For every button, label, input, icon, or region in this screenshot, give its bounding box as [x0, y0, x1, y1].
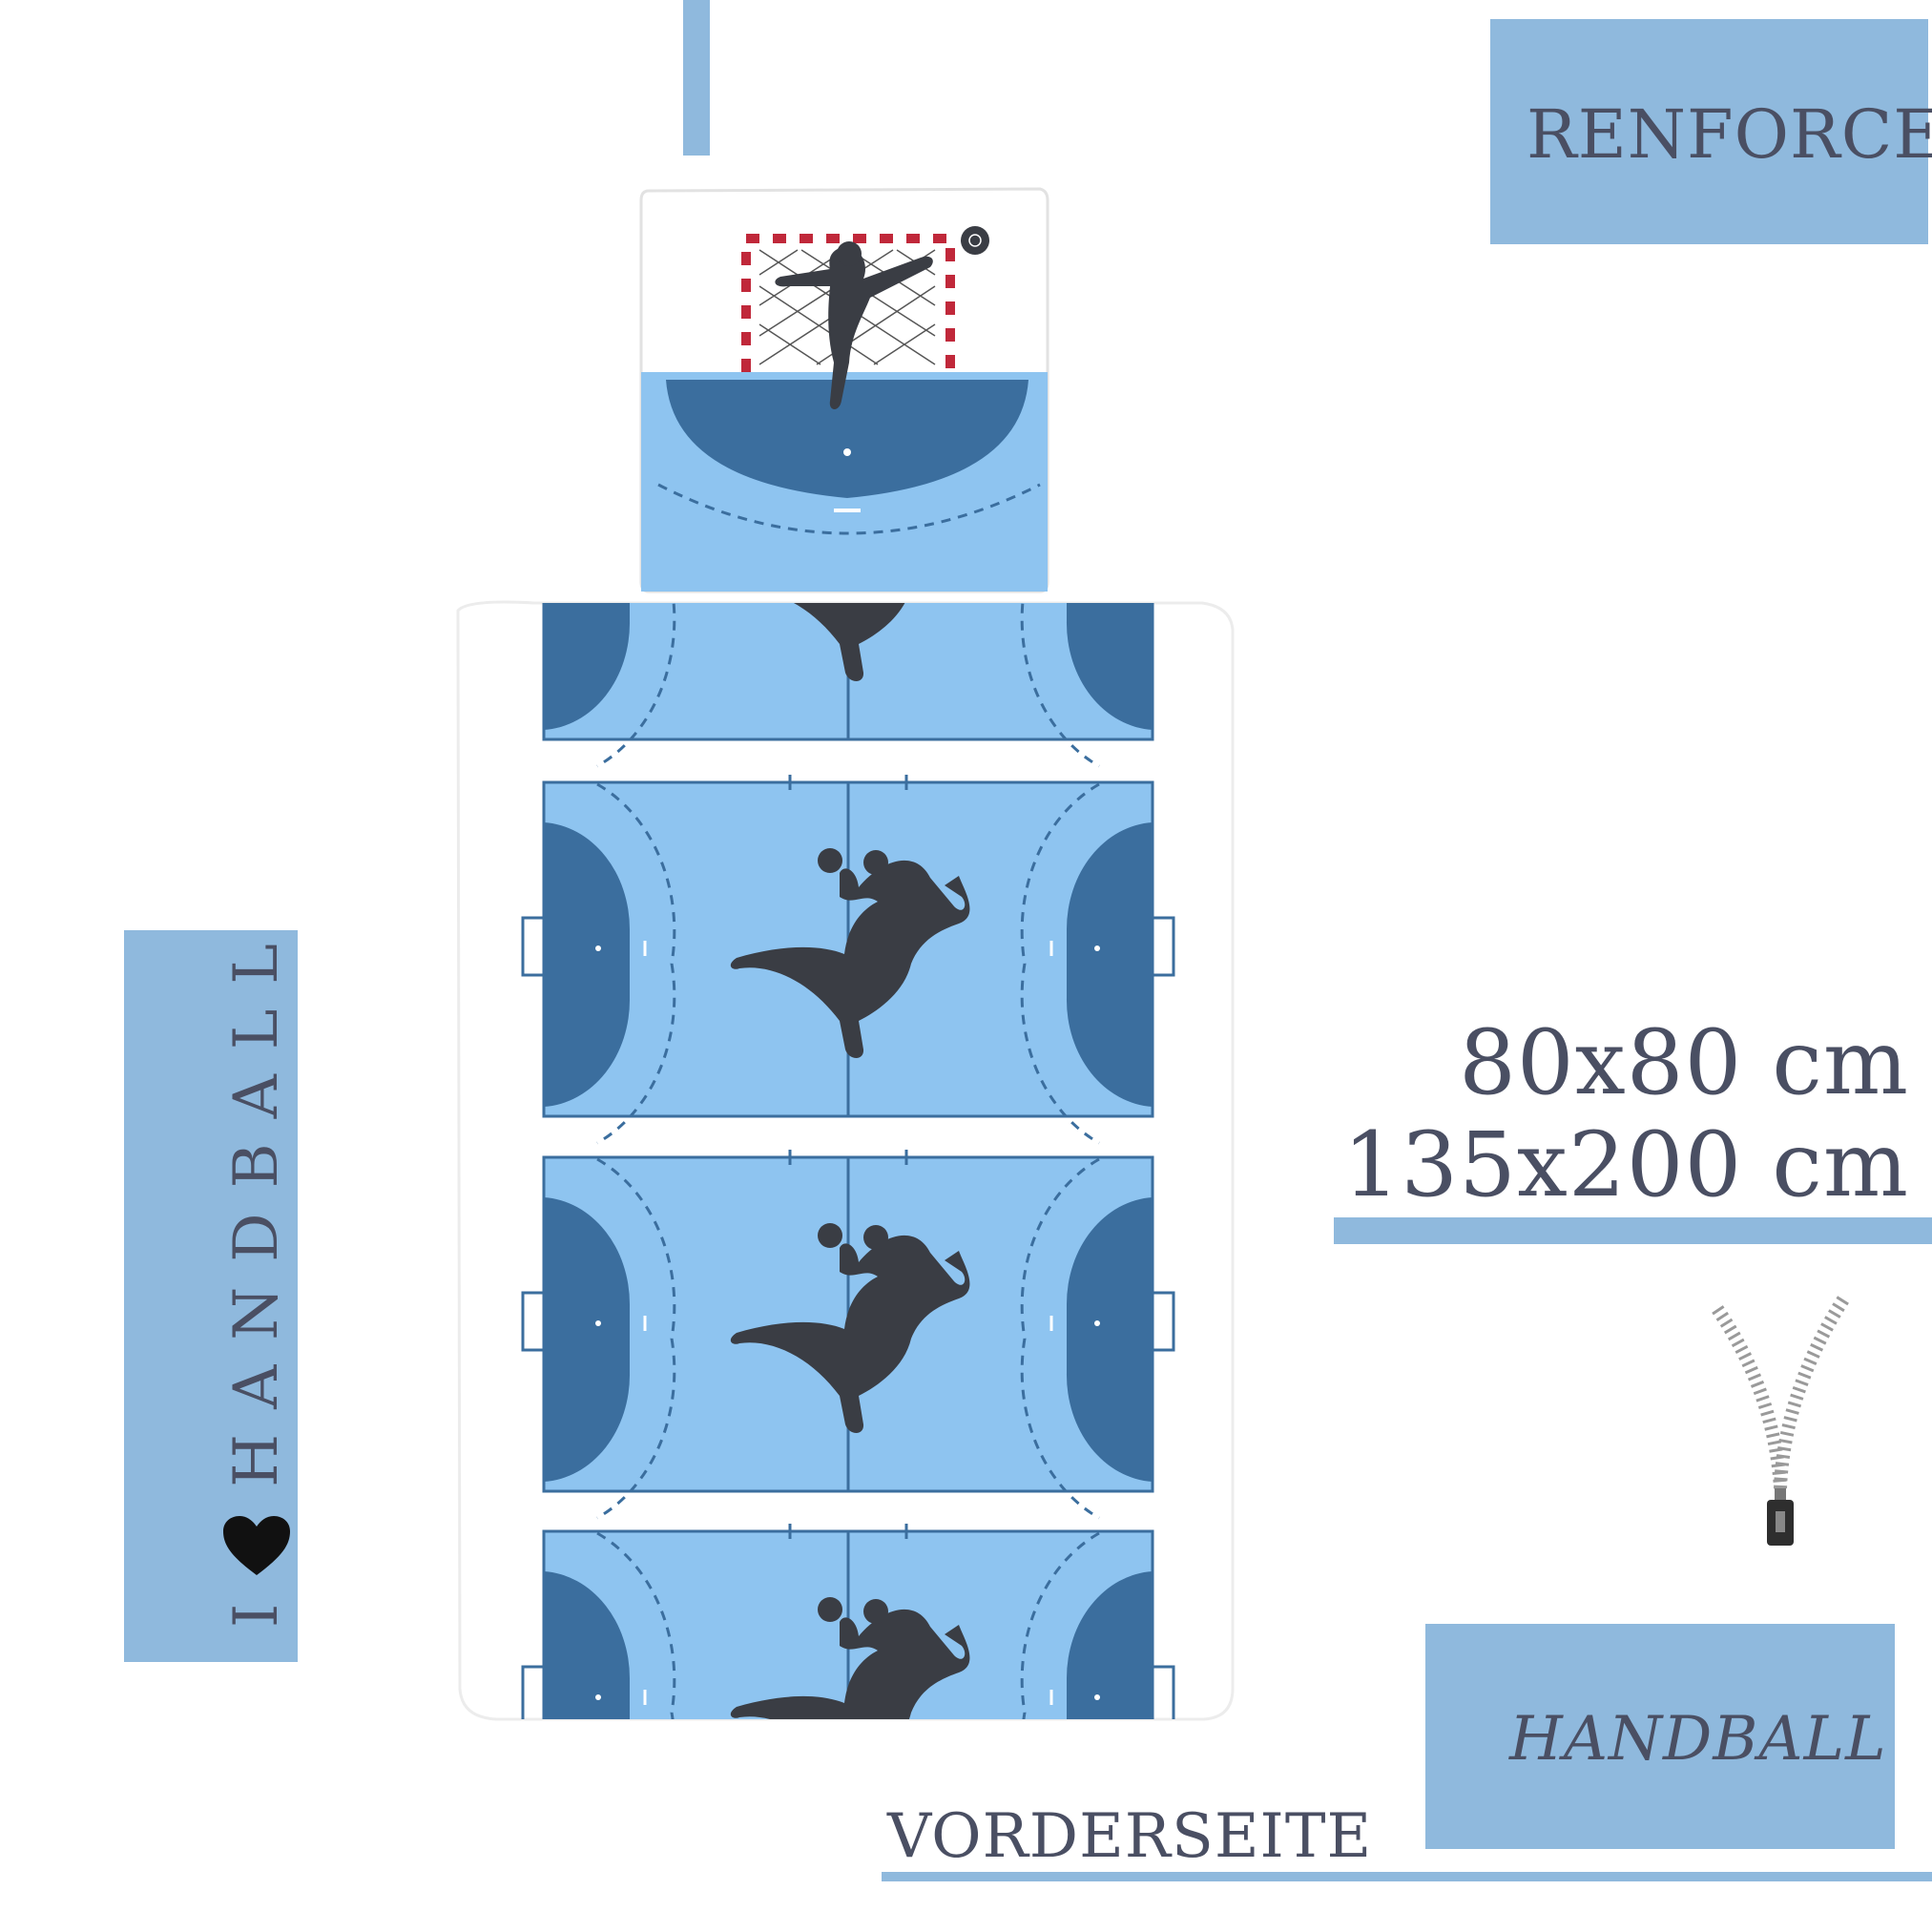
top-accent-bar	[683, 0, 710, 156]
pillow-size-label: 80x80 cm	[1459, 1011, 1909, 1115]
side-label: VORDERSEITE	[887, 1801, 1373, 1872]
size-underline-bar	[1334, 1217, 1932, 1244]
material-label: RENFORCE	[1527, 95, 1932, 174]
design-label: HANDBALL	[1509, 1704, 1887, 1775]
design-panel	[1425, 1624, 1895, 1849]
material-panel	[1490, 19, 1928, 244]
ball-icon	[961, 226, 989, 255]
pillow	[639, 187, 1049, 593]
zipper-icon	[1712, 1296, 1849, 1546]
side-underline-bar	[882, 1872, 1932, 1881]
heart-icon	[223, 1515, 290, 1575]
duvet-size-label: 135x200 cm	[1342, 1113, 1909, 1217]
slogan-text: I HANDBALL	[221, 919, 292, 1628]
